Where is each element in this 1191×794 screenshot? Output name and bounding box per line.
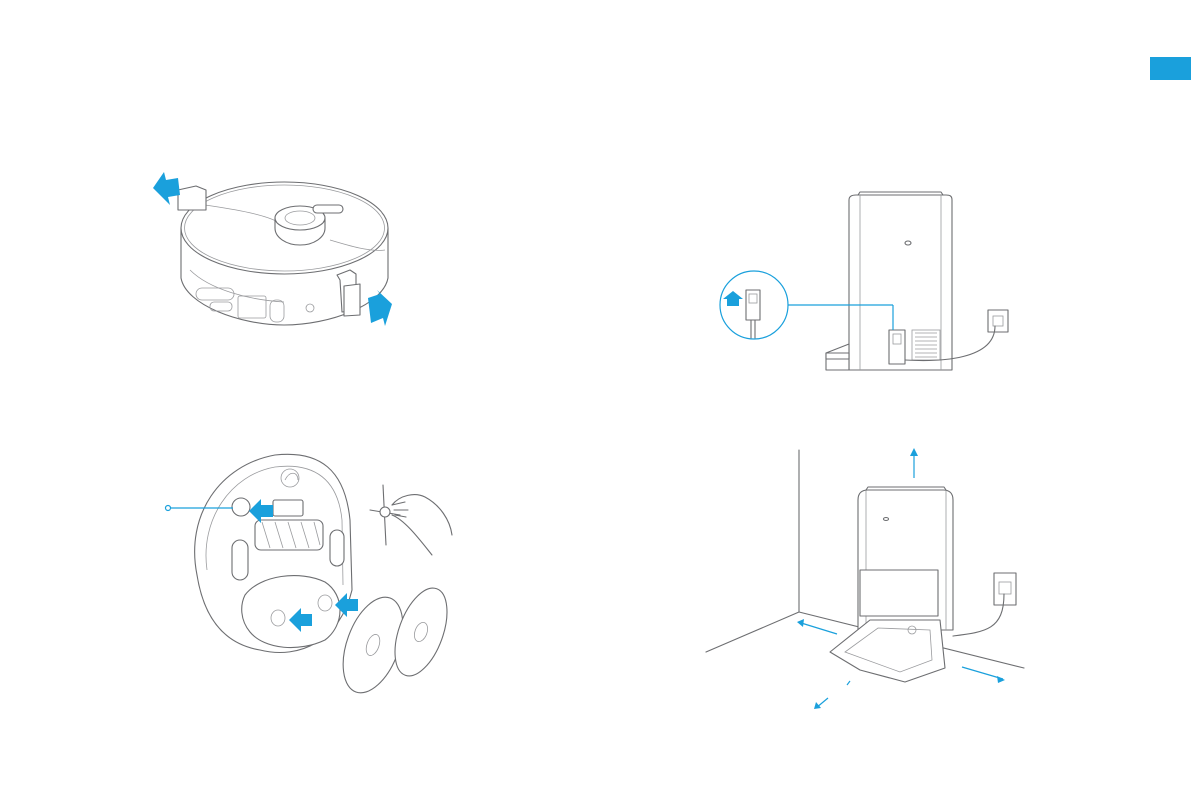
robot-vacuum-top-icon (178, 182, 388, 325)
arrow-up-icon (723, 291, 743, 306)
robot-vacuum-bottom-icon (195, 454, 352, 652)
arrow-right-icon (962, 667, 1003, 679)
dock-back-icon (826, 192, 1008, 370)
side-brush-mount-callout (166, 506, 171, 511)
dock-front-icon (706, 450, 1024, 682)
arrow-left-icon (798, 622, 837, 634)
side-brush-icon (370, 485, 452, 555)
arrow-left-icon (153, 172, 180, 205)
